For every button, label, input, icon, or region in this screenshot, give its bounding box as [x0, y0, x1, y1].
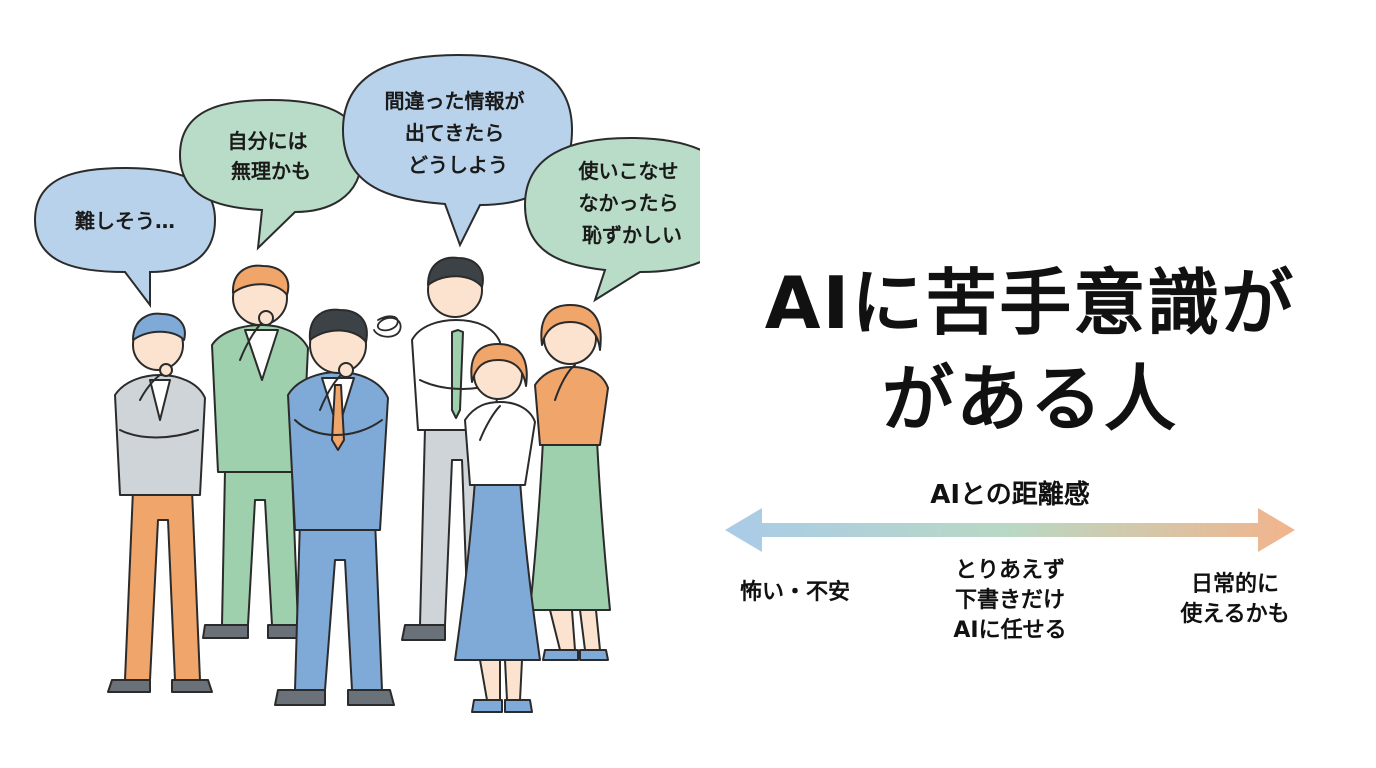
person-blue-suit — [274, 308, 395, 706]
bubble-2-text: 自分には 無理かも — [228, 129, 315, 183]
bubble-4-line-1: 使いこなせ — [578, 159, 679, 183]
bubble-4-text: 使いこなせ なかったら 恥ずかしい — [578, 159, 686, 247]
scale-label-right: 日常的に 使えるかも — [1150, 570, 1320, 630]
person-orange-top — [529, 304, 611, 661]
scale-middle-line-3: AIに任せる — [953, 618, 1067, 643]
bubble-4-line-2: なかったら — [579, 191, 679, 215]
bubble-1-line-1: 難しそう… — [75, 209, 175, 233]
scale-label-left: 怖い・不安 — [710, 578, 880, 608]
headline-line-2: がある人 — [881, 357, 1178, 441]
bubble-2-line-1: 自分には — [228, 129, 308, 153]
bubble-4-line-3: 恥ずかしい — [582, 223, 682, 247]
scale-right-line-2: 使えるかも — [1180, 602, 1290, 627]
scale-right-line-1: 日常的に — [1190, 572, 1279, 597]
worry-scribble-icon — [373, 315, 402, 338]
bubble-3-line-3: どうしよう — [408, 153, 508, 177]
scale-middle-line-2: 下書きだけ — [954, 588, 1065, 613]
headline-line-1: AIに苦手意識が — [764, 261, 1296, 345]
bubble-3-text: 間違った情報が 出てきたら どうしよう — [385, 89, 532, 177]
speech-bubble-4: 使いこなせ なかったら 恥ずかしい — [523, 136, 700, 303]
scale-label-middle: とりあえず 下書きだけ AIに任せる — [910, 556, 1110, 646]
scale-left-line-1: 怖い・不安 — [739, 580, 850, 605]
scale-title: AIとの距離感 — [930, 480, 1090, 510]
headline: AIに苦手意識が がある人 — [700, 255, 1360, 447]
bubble-2-line-2: 無理かも — [231, 159, 311, 183]
double-headed-arrow-icon — [725, 508, 1295, 552]
person-gray-jacket — [107, 312, 213, 693]
scale-middle-line-1: とりあえず — [954, 558, 1065, 583]
person-blue-skirt — [454, 343, 541, 713]
speech-bubble-1: 難しそう… — [33, 166, 217, 308]
bubble-3-line-2: 出てきたら — [405, 121, 504, 145]
speech-bubble-2: 自分には 無理かも — [178, 98, 364, 251]
speech-bubble-3: 間違った情報が 出てきたら どうしよう — [341, 53, 574, 248]
bubble-1-text: 難しそう… — [75, 209, 175, 233]
bubble-3-line-1: 間違った情報が — [385, 89, 525, 113]
illustration: 難しそう… 自分には 無理かも 間違った情報が 出てきたら どうしよう 使いこな… — [33, 53, 700, 713]
